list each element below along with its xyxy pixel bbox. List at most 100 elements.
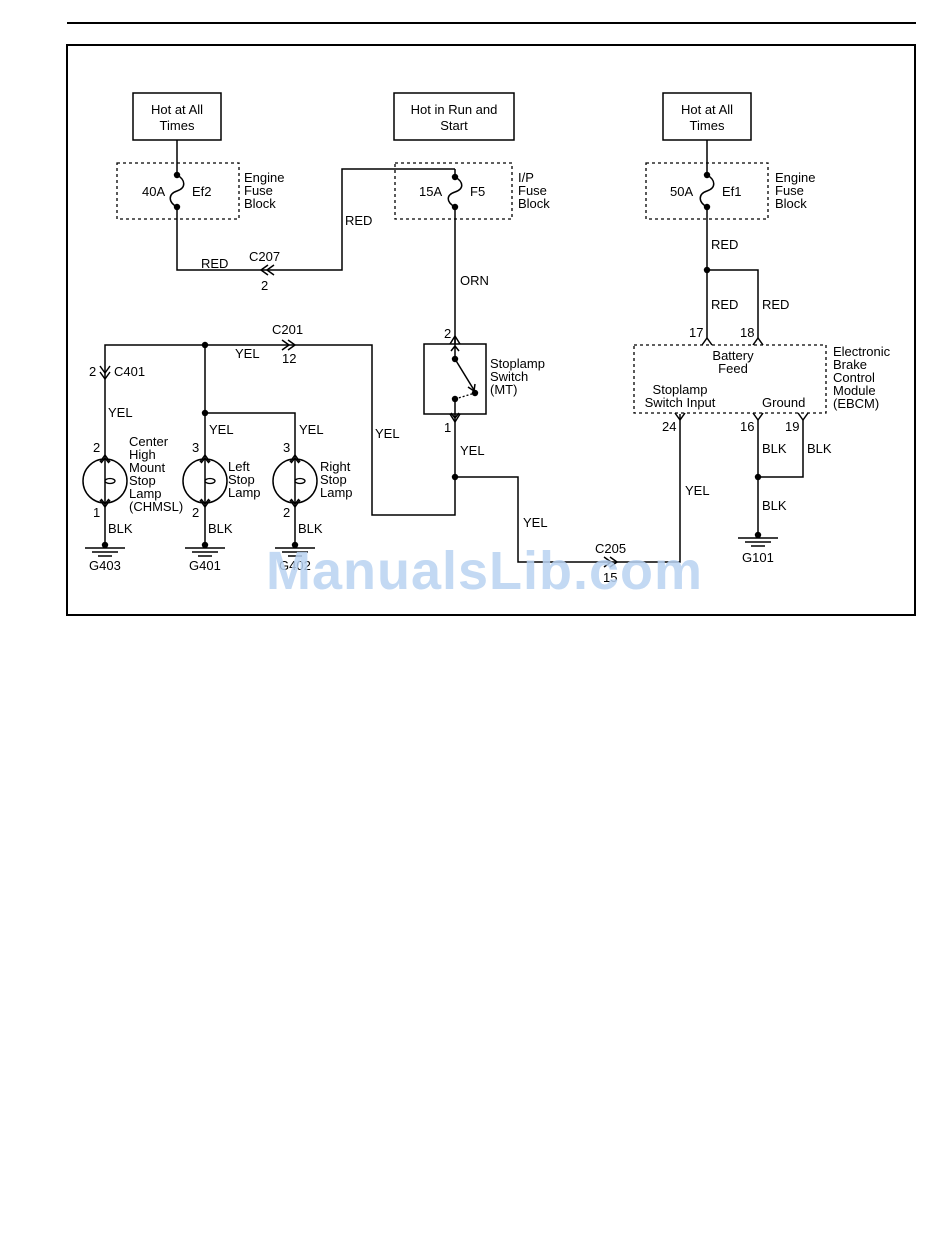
connector-name: C205	[595, 541, 626, 556]
power-source-hot-all-times-left: Hot at All Times	[132, 92, 222, 141]
source-label: Times	[690, 118, 725, 133]
component-label: Brake	[833, 357, 867, 372]
wire-color-label: YEL	[375, 426, 400, 441]
component-label: Stoplamp	[490, 356, 545, 371]
connector-pin: 15	[603, 570, 617, 585]
component-label: Mount	[129, 460, 166, 475]
pin-number: 2	[444, 326, 451, 341]
pin-number: 2	[93, 440, 100, 455]
ebcm-function-label: Ground	[762, 395, 805, 410]
ground-g402: G402	[275, 541, 315, 573]
filament-icon	[104, 477, 116, 485]
fuse-block-label: Fuse	[518, 183, 547, 198]
ebcm-function-label: Switch Input	[645, 395, 716, 410]
diagram-frame	[66, 44, 916, 616]
component-label: Center	[129, 434, 169, 449]
ground-label: G101	[742, 550, 774, 565]
pin-number: 2	[283, 505, 290, 520]
fuse-block-label: Block	[244, 196, 276, 211]
pin-number: 1	[444, 420, 451, 435]
pin-number: 16	[740, 419, 754, 434]
connector-c201: C201 12	[272, 322, 303, 366]
ground-g401: G401	[185, 541, 225, 573]
wire-color-label: YEL	[299, 422, 324, 437]
pin-terminal-icon	[752, 412, 764, 422]
fuse-icon	[447, 176, 463, 208]
pin-number: 17	[689, 325, 703, 340]
component-label: (CHMSL)	[129, 499, 183, 514]
source-label: Hot at All	[151, 102, 203, 117]
filament-icon	[204, 477, 216, 485]
ground-label: G401	[189, 558, 221, 573]
wire-red-ef2-to-f5	[176, 168, 455, 271]
ebcm-function-label: Feed	[718, 361, 748, 376]
ebcm-function-label: Stoplamp	[653, 382, 708, 397]
power-source-hot-run-start: Hot in Run and Start	[393, 92, 515, 141]
wire	[450, 336, 460, 358]
wire-color-label: RED	[345, 213, 372, 228]
component-label: Switch	[490, 369, 528, 384]
component-label: Electronic	[833, 344, 891, 359]
connector-c401: 2 C401	[89, 364, 145, 381]
wire-color-label: YEL	[523, 515, 548, 530]
ground-label: G403	[89, 558, 121, 573]
pin-number: 2	[192, 505, 199, 520]
ebcm-function-label: Battery	[712, 348, 754, 363]
wire-yel-to-ebcm	[455, 414, 681, 563]
fuse-rating: 40A	[142, 184, 165, 199]
page-header-rule	[67, 22, 916, 24]
component-label: Stop	[228, 472, 255, 487]
component-label: Lamp	[129, 486, 162, 501]
connector-name: C207	[249, 249, 280, 264]
fuse-rating: 50A	[670, 184, 693, 199]
connector-pin: 2	[89, 364, 96, 379]
fuse-ef2: 40A Ef2 Engine Fuse Block	[116, 162, 284, 220]
pin-terminal-icon	[797, 412, 809, 422]
fuse-icon	[699, 174, 715, 208]
connector-arrow-icon	[259, 264, 275, 276]
wire-color-label: BLK	[298, 521, 323, 536]
component-label: Lamp	[320, 485, 353, 500]
source-label: Start	[440, 118, 468, 133]
connector-c205: C205 15	[595, 541, 626, 585]
switch-contact-icon	[454, 358, 475, 391]
fuse-block-label: Engine	[775, 170, 815, 185]
fuse-block-label: Block	[518, 196, 550, 211]
fuse-block-label: Fuse	[244, 183, 273, 198]
component-label: Stop	[129, 473, 156, 488]
pin-number: 19	[785, 419, 799, 434]
ground-g403: G403	[85, 541, 125, 573]
pin-number: 18	[740, 325, 754, 340]
connector-arrow-icon	[281, 339, 297, 351]
wire-color-label: YEL	[108, 405, 133, 420]
connector-arrow-icon	[99, 365, 111, 381]
fuse-f5: 15A F5 I/P Fuse Block	[394, 162, 550, 220]
pin-terminal-icon	[752, 336, 764, 346]
fuse-ef1: 50A Ef1 Engine Fuse Block	[645, 162, 815, 220]
stoplamp-switch: 2 1 Stoplamp Switch (MT)	[423, 326, 545, 435]
fuse-name: Ef2	[192, 184, 212, 199]
fuse-block-label: Fuse	[775, 183, 804, 198]
wire-color-label: BLK	[762, 498, 787, 513]
wire-color-label: BLK	[762, 441, 787, 456]
connector-name: C401	[114, 364, 145, 379]
component-label: Lamp	[228, 485, 261, 500]
pin-number: 3	[192, 440, 199, 455]
pin-terminal-icon	[701, 336, 713, 346]
wire-color-label: YEL	[685, 483, 710, 498]
source-label: Times	[160, 118, 195, 133]
wire-color-label: YEL	[209, 422, 234, 437]
pin-number: 1	[93, 505, 100, 520]
fuse-block-label: Block	[775, 196, 807, 211]
component-label: Control	[833, 370, 875, 385]
wire-color-label: YEL	[460, 443, 485, 458]
fuse-rating: 15A	[419, 184, 442, 199]
power-source-hot-all-times-right: Hot at All Times	[662, 92, 752, 141]
wire-yel-to-c201	[205, 344, 456, 516]
connector-c207: C207 2	[249, 249, 280, 293]
ebcm-module: 17 18 Battery Feed Stoplamp Switch Input…	[633, 325, 891, 434]
fuse-icon	[169, 174, 185, 208]
connector-name: C201	[272, 322, 303, 337]
wire-color-label: BLK	[208, 521, 233, 536]
wire	[450, 399, 460, 422]
